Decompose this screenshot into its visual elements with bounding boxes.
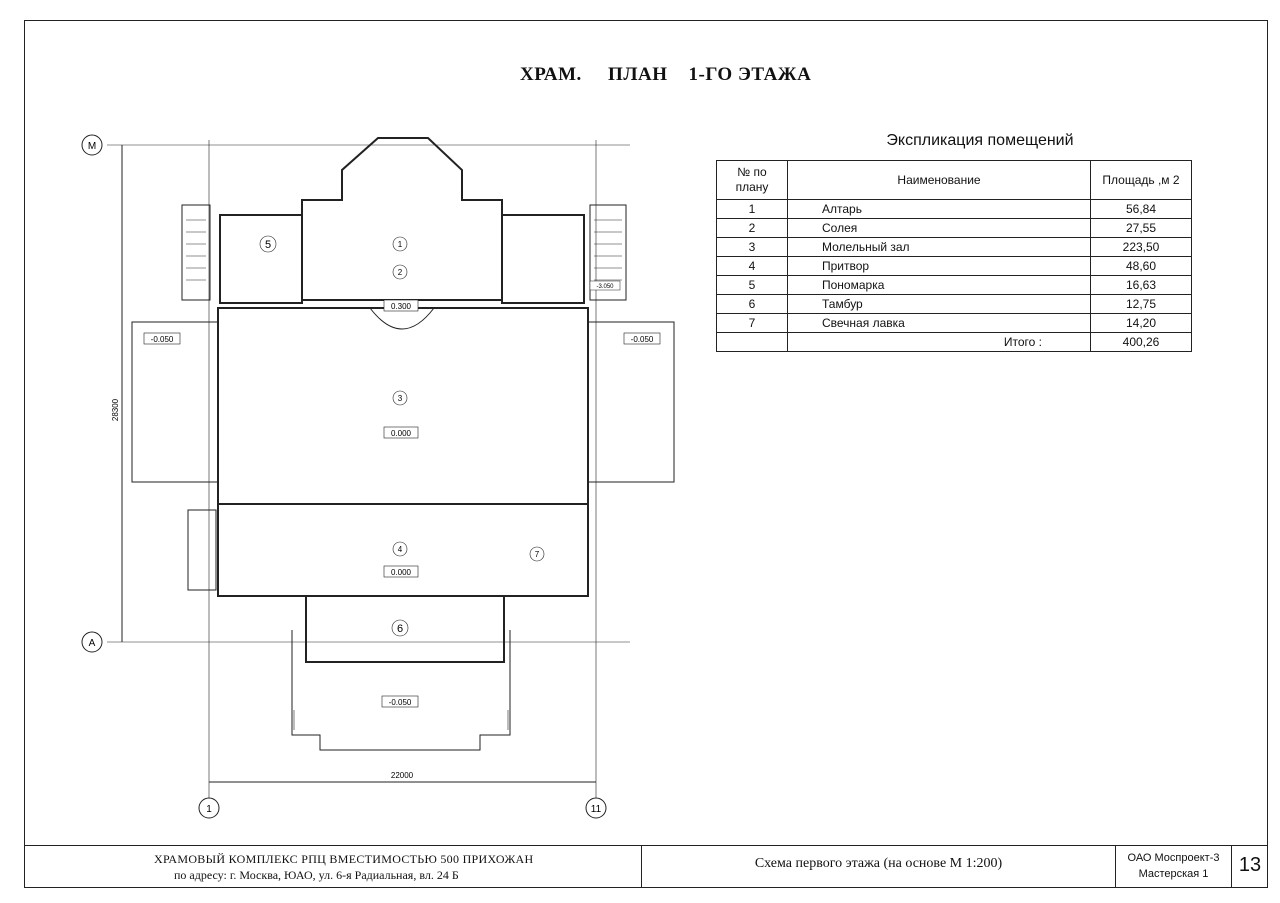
explication-title: Экспликация помещений bbox=[886, 132, 1074, 149]
row-num: 7 bbox=[716, 313, 788, 333]
axis-label-a: А bbox=[89, 638, 96, 649]
row-num: 5 bbox=[716, 275, 788, 295]
table-row: 1 Алтарь 56,84 bbox=[716, 199, 1192, 219]
room-label-7: 7 bbox=[535, 550, 540, 559]
level-hall: 0.000 bbox=[391, 429, 412, 438]
axis-marker-m: М bbox=[81, 134, 103, 156]
wall-porch-right bbox=[587, 321, 675, 483]
row-num: 6 bbox=[716, 294, 788, 314]
table-row: 4 Притвор 48,60 bbox=[716, 256, 1192, 276]
scheme-name: Схема первого этажа (на основе М 1:200) bbox=[754, 856, 1003, 871]
total-empty-cell bbox=[716, 332, 788, 352]
floor-plan: М А 1 11 28300 22000 1 2 3 4 5 6 7 0.300… bbox=[81, 134, 675, 819]
room-label-6: 6 bbox=[397, 623, 403, 635]
table-header-row: № по плану Наименование Площадь ,м 2 bbox=[716, 160, 1192, 200]
stair-right-top bbox=[589, 204, 627, 301]
title-block-page: 13 bbox=[1232, 846, 1268, 888]
wall-vestibule bbox=[305, 595, 505, 663]
row-num: 1 bbox=[716, 199, 788, 219]
column-header-name: Наименование bbox=[787, 160, 1091, 200]
row-num: 4 bbox=[716, 256, 788, 276]
wall-sacristy bbox=[219, 214, 303, 304]
workshop-name: Мастерская 1 bbox=[1138, 868, 1209, 880]
axis-label-m: М bbox=[88, 141, 96, 152]
table-row: 3 Молельный зал 223,50 bbox=[716, 237, 1192, 257]
row-name: Тамбур bbox=[787, 294, 1091, 314]
stair-left-top bbox=[181, 204, 211, 301]
axis-marker-1: 1 bbox=[198, 797, 220, 819]
wall-main-hall bbox=[217, 307, 589, 505]
column-header-num: № по плану bbox=[716, 160, 788, 200]
row-name: Солея bbox=[787, 218, 1091, 238]
total-value: 400,26 bbox=[1090, 332, 1192, 352]
table-total-row: Итого : 400,26 bbox=[716, 332, 1192, 352]
wall-porch-left bbox=[131, 321, 219, 483]
row-name: Алтарь bbox=[787, 199, 1091, 219]
project-address: по адресу: г. Москва, ЮАО, ул. 6-я Радиа… bbox=[174, 868, 459, 882]
table-row: 6 Тамбур 12,75 bbox=[716, 294, 1192, 314]
dimension-horizontal-text: 22000 bbox=[391, 771, 414, 780]
wall-porch-bottom bbox=[291, 630, 511, 751]
level-solea: 0.300 bbox=[391, 302, 412, 311]
row-name: Пономарка bbox=[787, 275, 1091, 295]
title-block-scheme: Схема первого этажа (на основе М 1:200) bbox=[642, 846, 1116, 888]
page-title: ХРАМ. ПЛАН 1-ГО ЭТАЖА bbox=[520, 64, 812, 85]
row-area: 12,75 bbox=[1090, 294, 1192, 314]
level-porch-left: -0.050 bbox=[151, 335, 174, 344]
organization-name: ОАО Моспроект-3 bbox=[1127, 852, 1220, 864]
axis-marker-a: А bbox=[81, 631, 103, 653]
row-area: 14,20 bbox=[1090, 313, 1192, 333]
explication-table: № по плану Наименование Площадь ,м 2 1 А… bbox=[716, 160, 1192, 352]
row-num: 3 bbox=[716, 237, 788, 257]
project-name: ХРАМОВЫЙ КОМПЛЕКС РПЦ ВМЕСТИМОСТЬЮ 500 П… bbox=[154, 852, 534, 866]
title-block-project: ХРАМОВЫЙ КОМПЛЕКС РПЦ ВМЕСТИМОСТЬЮ 500 П… bbox=[24, 846, 642, 888]
level-narthex: 0.000 bbox=[391, 568, 412, 577]
row-name: Молельный зал bbox=[787, 237, 1091, 257]
axis-label-11: 11 bbox=[591, 804, 602, 815]
table-row: 5 Пономарка 16,63 bbox=[716, 275, 1192, 295]
row-name: Свечная лавка bbox=[787, 313, 1091, 333]
row-area: 223,50 bbox=[1090, 237, 1192, 257]
row-num: 2 bbox=[716, 218, 788, 238]
row-area: 48,60 bbox=[1090, 256, 1192, 276]
total-label: Итого : bbox=[787, 332, 1091, 352]
dimension-vertical-text: 28300 bbox=[111, 398, 120, 421]
title-block-organization: ОАО Моспроект-3 Мастерская 1 bbox=[1116, 846, 1232, 888]
table-row: 7 Свечная лавка 14,20 bbox=[716, 313, 1192, 333]
room-label-1: 1 bbox=[398, 240, 403, 249]
axis-label-1: 1 bbox=[206, 804, 212, 815]
axis-marker-11: 11 bbox=[585, 797, 607, 819]
solea-arc bbox=[369, 307, 435, 330]
room-label-2: 2 bbox=[398, 268, 403, 277]
drawing-sheet-frame bbox=[24, 20, 1268, 888]
table-row: 2 Солея 27,55 bbox=[716, 218, 1192, 238]
room-label-3: 3 bbox=[398, 394, 403, 403]
column-header-area: Площадь ,м 2 bbox=[1090, 160, 1192, 200]
row-area: 16,63 bbox=[1090, 275, 1192, 295]
row-area: 27,55 bbox=[1090, 218, 1192, 238]
room-label-4: 4 bbox=[398, 545, 403, 554]
page-number: 13 bbox=[1238, 854, 1262, 876]
row-area: 56,84 bbox=[1090, 199, 1192, 219]
column-header-num-text: № по плану bbox=[735, 165, 769, 194]
level-stair-right: -3.050 bbox=[596, 284, 614, 290]
wall-service-block bbox=[501, 214, 585, 304]
row-name: Притвор bbox=[787, 256, 1091, 276]
stair-left-bottom bbox=[187, 509, 217, 591]
title-block: ХРАМОВЫЙ КОМПЛЕКС РПЦ ВМЕСТИМОСТЬЮ 500 П… bbox=[24, 845, 1268, 888]
room-label-5: 5 bbox=[265, 239, 271, 251]
level-porch-bottom: -0.050 bbox=[389, 698, 412, 707]
level-porch-right: -0.050 bbox=[631, 335, 654, 344]
